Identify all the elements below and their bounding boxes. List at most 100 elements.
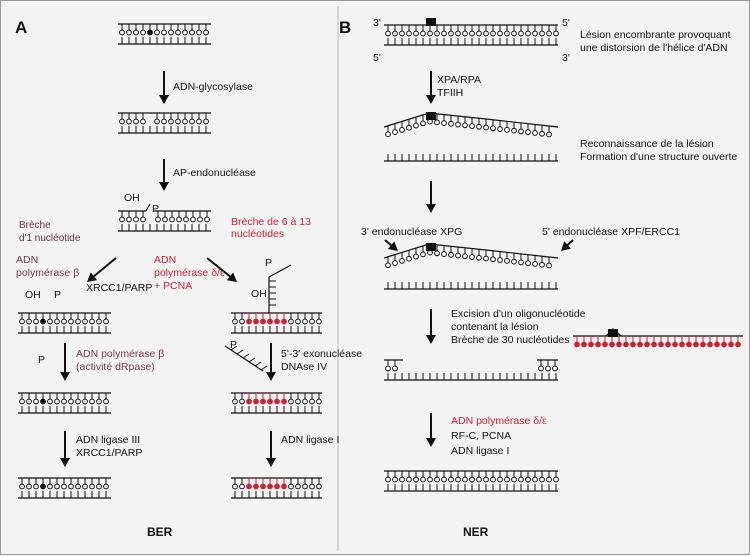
arrow-recog [426, 181, 436, 213]
base-dot [82, 483, 88, 490]
base-dot [309, 483, 315, 490]
arrow-drpase [60, 343, 70, 381]
ber-left-strand-2 [18, 392, 111, 405]
label-pol-de-l1: ADN [154, 254, 176, 266]
base-dot [476, 30, 482, 37]
base-dot [47, 398, 53, 405]
base-dot [609, 341, 615, 348]
base-dot [455, 30, 461, 37]
base-dot [658, 341, 664, 348]
base-dot [161, 118, 167, 125]
ner-footer: NER [463, 525, 489, 539]
arrow-head [426, 204, 436, 213]
base-dot [420, 476, 426, 483]
base-dot [61, 318, 67, 325]
arrow-shaft [384, 239, 392, 246]
excised-flap-tick [236, 349, 244, 355]
ber-right-strand-3 [231, 477, 322, 490]
excised-oligo [573, 335, 743, 348]
duplex-bottom-strand [118, 37, 211, 45]
base-dot [288, 483, 294, 490]
label-pol-beta-l1: ADN [16, 254, 38, 266]
base-dot [140, 29, 146, 36]
base-dot [103, 318, 109, 325]
ber-nicked-left [118, 210, 146, 223]
abasic-stub [145, 203, 151, 212]
base-dot [392, 260, 398, 266]
base-dot [68, 398, 74, 405]
excised-flap-tick [242, 353, 250, 359]
base-dot [490, 476, 496, 483]
base-dot [602, 341, 608, 348]
base-dot [54, 483, 60, 490]
base-dot [546, 476, 552, 483]
base-dot [588, 341, 594, 348]
ber-left-bottom-3 [18, 491, 111, 499]
base-dot [511, 30, 517, 37]
base-dot [546, 30, 552, 37]
ner-bottom-2 [384, 154, 558, 162]
ner-final-bottom [384, 484, 558, 492]
arrow-head [266, 458, 276, 467]
label-gap-long-l1: Brèche de 6 à 13 [231, 216, 311, 228]
arrow-head [60, 372, 70, 381]
arrow-excision [426, 309, 436, 344]
base-dot [532, 261, 538, 267]
base-dot [232, 483, 238, 490]
base-dot [504, 257, 510, 264]
base-dot [623, 341, 629, 348]
base-dot [686, 341, 692, 348]
base-dot [175, 118, 181, 125]
base-dot [483, 124, 489, 131]
ber-left-bottom-1 [18, 326, 111, 334]
base-dot [232, 318, 238, 325]
base-dot [490, 125, 496, 132]
base-dot [246, 483, 252, 490]
base-dot [162, 216, 168, 223]
base-dot [103, 483, 109, 490]
base-dot [274, 483, 280, 490]
base-dot [707, 341, 713, 348]
label-ner-ligase1: ADN ligase I [451, 445, 509, 457]
base-dot [309, 318, 315, 325]
base-dot [518, 30, 524, 37]
base-dot [281, 398, 287, 405]
base-dot [75, 398, 81, 405]
base-dot [232, 398, 238, 405]
base-dot [539, 261, 545, 268]
label-pol-de-l2: polymérase δ/ε [154, 267, 225, 279]
ner-gap-bottom [384, 373, 558, 381]
label-exo-l1: 5'-3' exonucléase [281, 348, 362, 360]
base-dot [434, 476, 440, 483]
base-dot [96, 318, 102, 325]
arrow-head [159, 95, 169, 104]
oligo-kink [605, 328, 622, 337]
base-dot [126, 216, 132, 223]
base-dot [441, 30, 447, 37]
arrow-head [226, 272, 237, 282]
base-dot [33, 318, 39, 325]
label-gap1-l1: Brèche [19, 220, 51, 231]
panel-b-letter: B [339, 18, 351, 37]
base-dot [96, 398, 102, 405]
base-dot [469, 254, 475, 260]
base-dot [274, 318, 280, 325]
base-dot [183, 216, 189, 223]
base-dot [616, 341, 622, 348]
base-dot [497, 476, 503, 483]
base-dot [40, 318, 46, 325]
label-p-1: P [152, 203, 159, 215]
base-dot [462, 122, 468, 129]
base-dot [40, 398, 46, 405]
base-dot [700, 341, 706, 348]
ner-bubble-top [383, 112, 559, 128]
ber-left-strand-3 [18, 477, 111, 490]
label-lesion-l1: Lésion encombrante provoquant [580, 29, 731, 41]
arrow-head [561, 241, 572, 251]
base-dot [385, 131, 391, 138]
arrow-to-delta [206, 257, 237, 282]
base-dot [476, 476, 482, 483]
base-dot [385, 262, 391, 269]
base-dot [399, 30, 405, 37]
base-dot [574, 341, 580, 348]
